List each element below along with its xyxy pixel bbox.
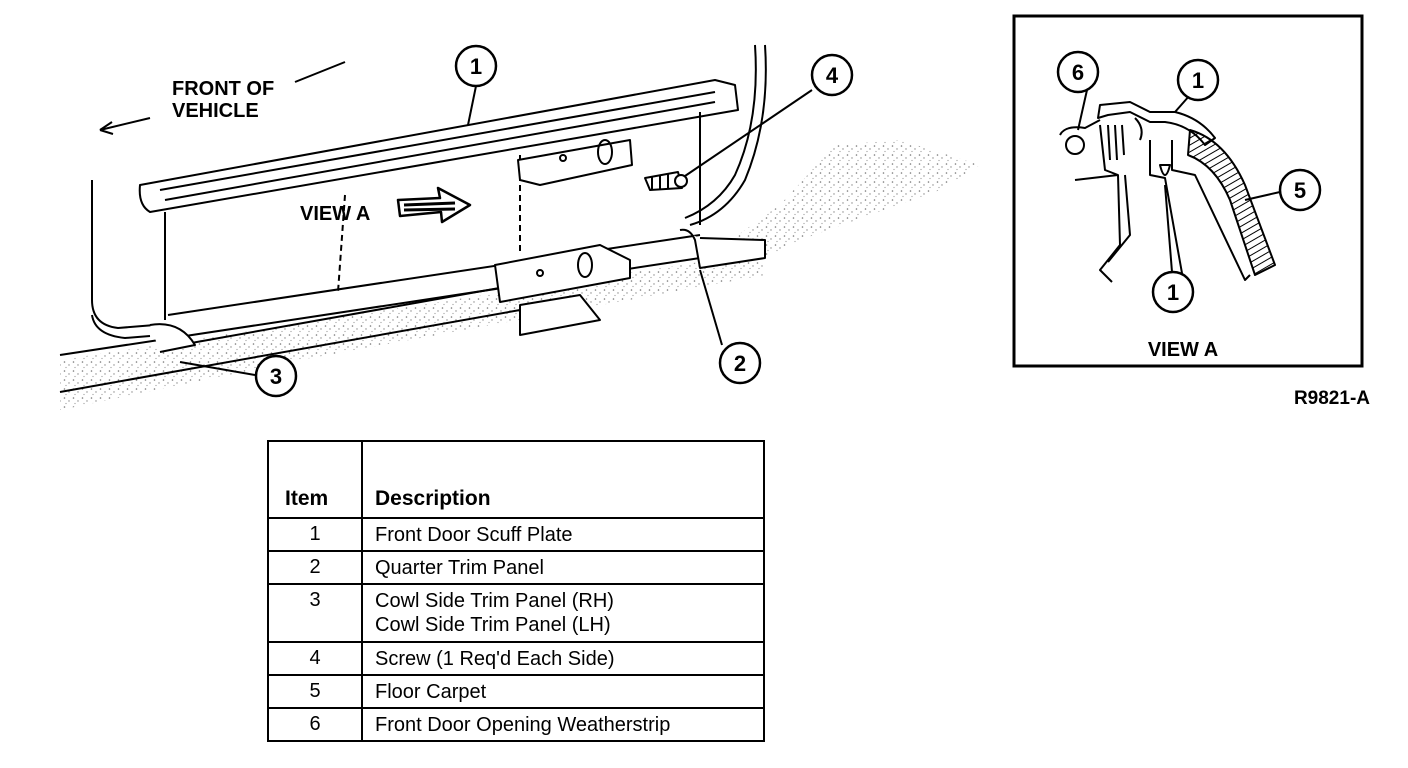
item-number: 5 <box>267 674 363 709</box>
weatherstrip-bulb <box>1065 135 1085 155</box>
description-line: Front Door Scuff Plate <box>375 523 573 546</box>
inset-view-a-label: VIEW A <box>1148 339 1218 361</box>
table-row: 3 Cowl Side Trim Panel (RH) Cowl Side Tr… <box>267 583 765 643</box>
callout-1-number: 1 <box>470 54 482 79</box>
item-number: 1 <box>267 517 363 552</box>
item-description: Screw (1 Req'd Each Side) <box>361 641 765 676</box>
description-line: Cowl Side Trim Panel (RH) <box>375 590 614 612</box>
cowl-side-trim-panel <box>149 323 196 353</box>
front-of-vehicle-label: FRONT OF VEHICLE <box>172 78 280 122</box>
upper-clip <box>517 139 633 186</box>
callout-3-number: 3 <box>270 364 282 389</box>
quarter-trim-panel <box>679 228 766 269</box>
inset-callout-6: 6 <box>1056 50 1100 94</box>
table-row: 4 Screw (1 Req'd Each Side) <box>267 641 765 676</box>
item-number: 2 <box>267 550 363 585</box>
inset-callout-1-top: 1 <box>1176 58 1220 102</box>
item-description: Floor Carpet <box>361 674 765 709</box>
table-header-row: Item Description <box>267 440 765 519</box>
item-number: 6 <box>267 707 363 742</box>
inset-callout-1-top-number: 1 <box>1192 68 1204 93</box>
item-description: Quarter Trim Panel <box>361 550 765 585</box>
item-description: Front Door Opening Weatherstrip <box>361 707 765 742</box>
header-item: Item <box>267 440 363 519</box>
parts-table: Item Description 1 Front Door Scuff Plat… <box>267 440 765 742</box>
callout-2: 2 <box>718 341 762 385</box>
lower-clip <box>494 244 631 303</box>
description-line: Cowl Side Trim Panel (LH) <box>375 614 611 636</box>
view-a-label: VIEW A <box>300 203 370 225</box>
scuff-plate-diagram: FRONT OF VEHICLE VIEW A 1 4 3 2 <box>59 14 1370 410</box>
description-line: Screw (1 Req'd Each Side) <box>375 647 615 670</box>
table-row: 5 Floor Carpet <box>267 674 765 709</box>
table-row: 1 Front Door Scuff Plate <box>267 517 765 552</box>
item-number: 3 <box>267 583 363 643</box>
front-arrow <box>99 117 151 131</box>
inset-callout-1-bottom-number: 1 <box>1167 280 1179 305</box>
inset-callout-5: 5 <box>1278 168 1322 212</box>
figure-code: R9821-A <box>1294 388 1370 409</box>
main-view <box>59 44 980 410</box>
callout-1: 1 <box>454 44 498 88</box>
inset-callout-6-number: 6 <box>1072 60 1084 85</box>
description-line: Front Door Opening Weatherstrip <box>375 713 671 736</box>
item-description: Front Door Scuff Plate <box>361 517 765 552</box>
screw-part <box>644 171 688 191</box>
scuff-plate <box>138 79 739 213</box>
callout-2-number: 2 <box>734 351 746 376</box>
door-panel <box>91 180 156 329</box>
header-description: Description <box>361 440 765 519</box>
callout-4-number: 4 <box>826 63 839 88</box>
item-number: 4 <box>267 641 363 676</box>
description-line: Floor Carpet <box>375 680 487 703</box>
callout-3: 3 <box>254 354 298 398</box>
callout-4: 4 <box>810 53 854 97</box>
inset-callout-1-bottom: 1 <box>1151 270 1195 314</box>
description-line: Quarter Trim Panel <box>375 556 544 579</box>
floor-carpet-area <box>700 140 980 262</box>
front-of-vehicle-line1: FRONT OF <box>172 78 274 100</box>
item-description: Cowl Side Trim Panel (RH) Cowl Side Trim… <box>361 583 765 643</box>
table-row: 6 Front Door Opening Weatherstrip <box>267 707 765 742</box>
inset-callout-5-number: 5 <box>1294 178 1306 203</box>
inset-floor-carpet <box>1187 129 1276 276</box>
view-a-inset: 6 1 5 1 VIEW A <box>1012 14 1364 368</box>
table-row: 2 Quarter Trim Panel <box>267 550 765 585</box>
front-of-vehicle-line2: VEHICLE <box>172 100 259 122</box>
